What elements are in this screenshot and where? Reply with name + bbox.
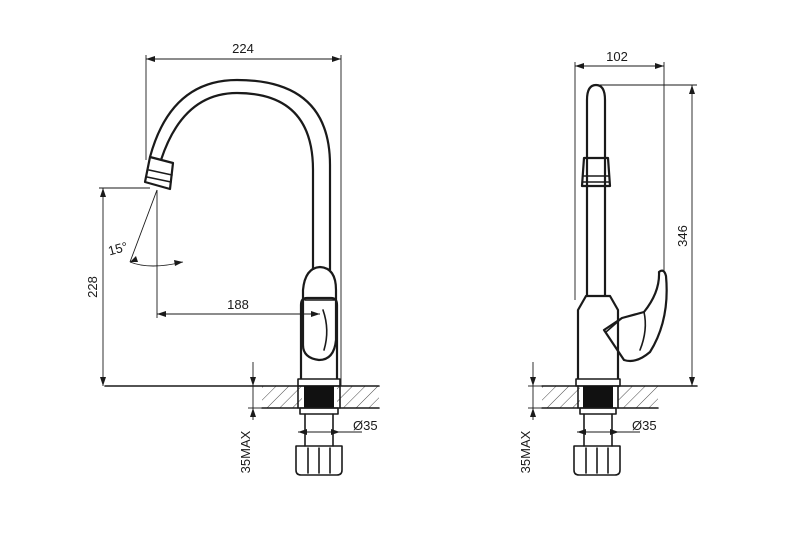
- dimension-width-102: 102: [574, 49, 665, 300]
- side-countertop-section: [541, 385, 698, 409]
- side-label-nut-35: Ø35: [632, 418, 657, 433]
- lever-handle: [301, 265, 338, 362]
- side-dimension-thickness-35max: 35MAX: [518, 362, 542, 473]
- dimension-angle-15: 15°: [106, 189, 184, 267]
- label-height-228: 228: [85, 276, 100, 298]
- dimension-thickness-35max: 35MAX: [238, 362, 262, 473]
- faucet-body: [299, 296, 339, 379]
- side-spout-tube: [585, 83, 607, 296]
- label-height-346: 346: [675, 225, 690, 247]
- fixing-nut: [295, 445, 343, 476]
- side-fixing-nut: [573, 445, 621, 476]
- label-reach-188: 188: [227, 297, 249, 312]
- label-thickness-35max: 35MAX: [238, 430, 253, 473]
- dimension-nut-35: Ø35: [298, 418, 378, 435]
- base-flange: [297, 378, 341, 387]
- mounting-block: [304, 386, 334, 408]
- dimension-width-224: 224: [145, 41, 342, 386]
- washer-plate: [299, 407, 339, 415]
- label-width-102: 102: [606, 49, 628, 64]
- side-mounting-block: [583, 386, 613, 408]
- countertop-section: [104, 385, 380, 409]
- side-lever-handle: [602, 269, 668, 363]
- label-nut-35: Ø35: [353, 418, 378, 433]
- side-label-thickness-35max: 35MAX: [518, 430, 533, 473]
- aerator-nozzle: [143, 155, 175, 191]
- front-view: 224 228 188 15°: [85, 41, 380, 476]
- side-washer-plate: [579, 407, 617, 415]
- dimension-height-228: 228: [85, 187, 150, 386]
- dimension-height-346: 346: [596, 84, 697, 386]
- side-base-flange: [575, 378, 621, 387]
- label-width-224: 224: [232, 41, 254, 56]
- side-view: 102 346 Ø35 35MAX: [518, 49, 698, 476]
- side-aerator-nozzle: [580, 156, 612, 188]
- gooseneck-spout: [159, 91, 315, 270]
- side-dimension-nut-35: Ø35: [577, 418, 657, 435]
- dimension-reach-188: 188: [156, 190, 320, 318]
- side-faucet-body: [576, 294, 620, 379]
- label-angle-15: 15°: [106, 239, 129, 259]
